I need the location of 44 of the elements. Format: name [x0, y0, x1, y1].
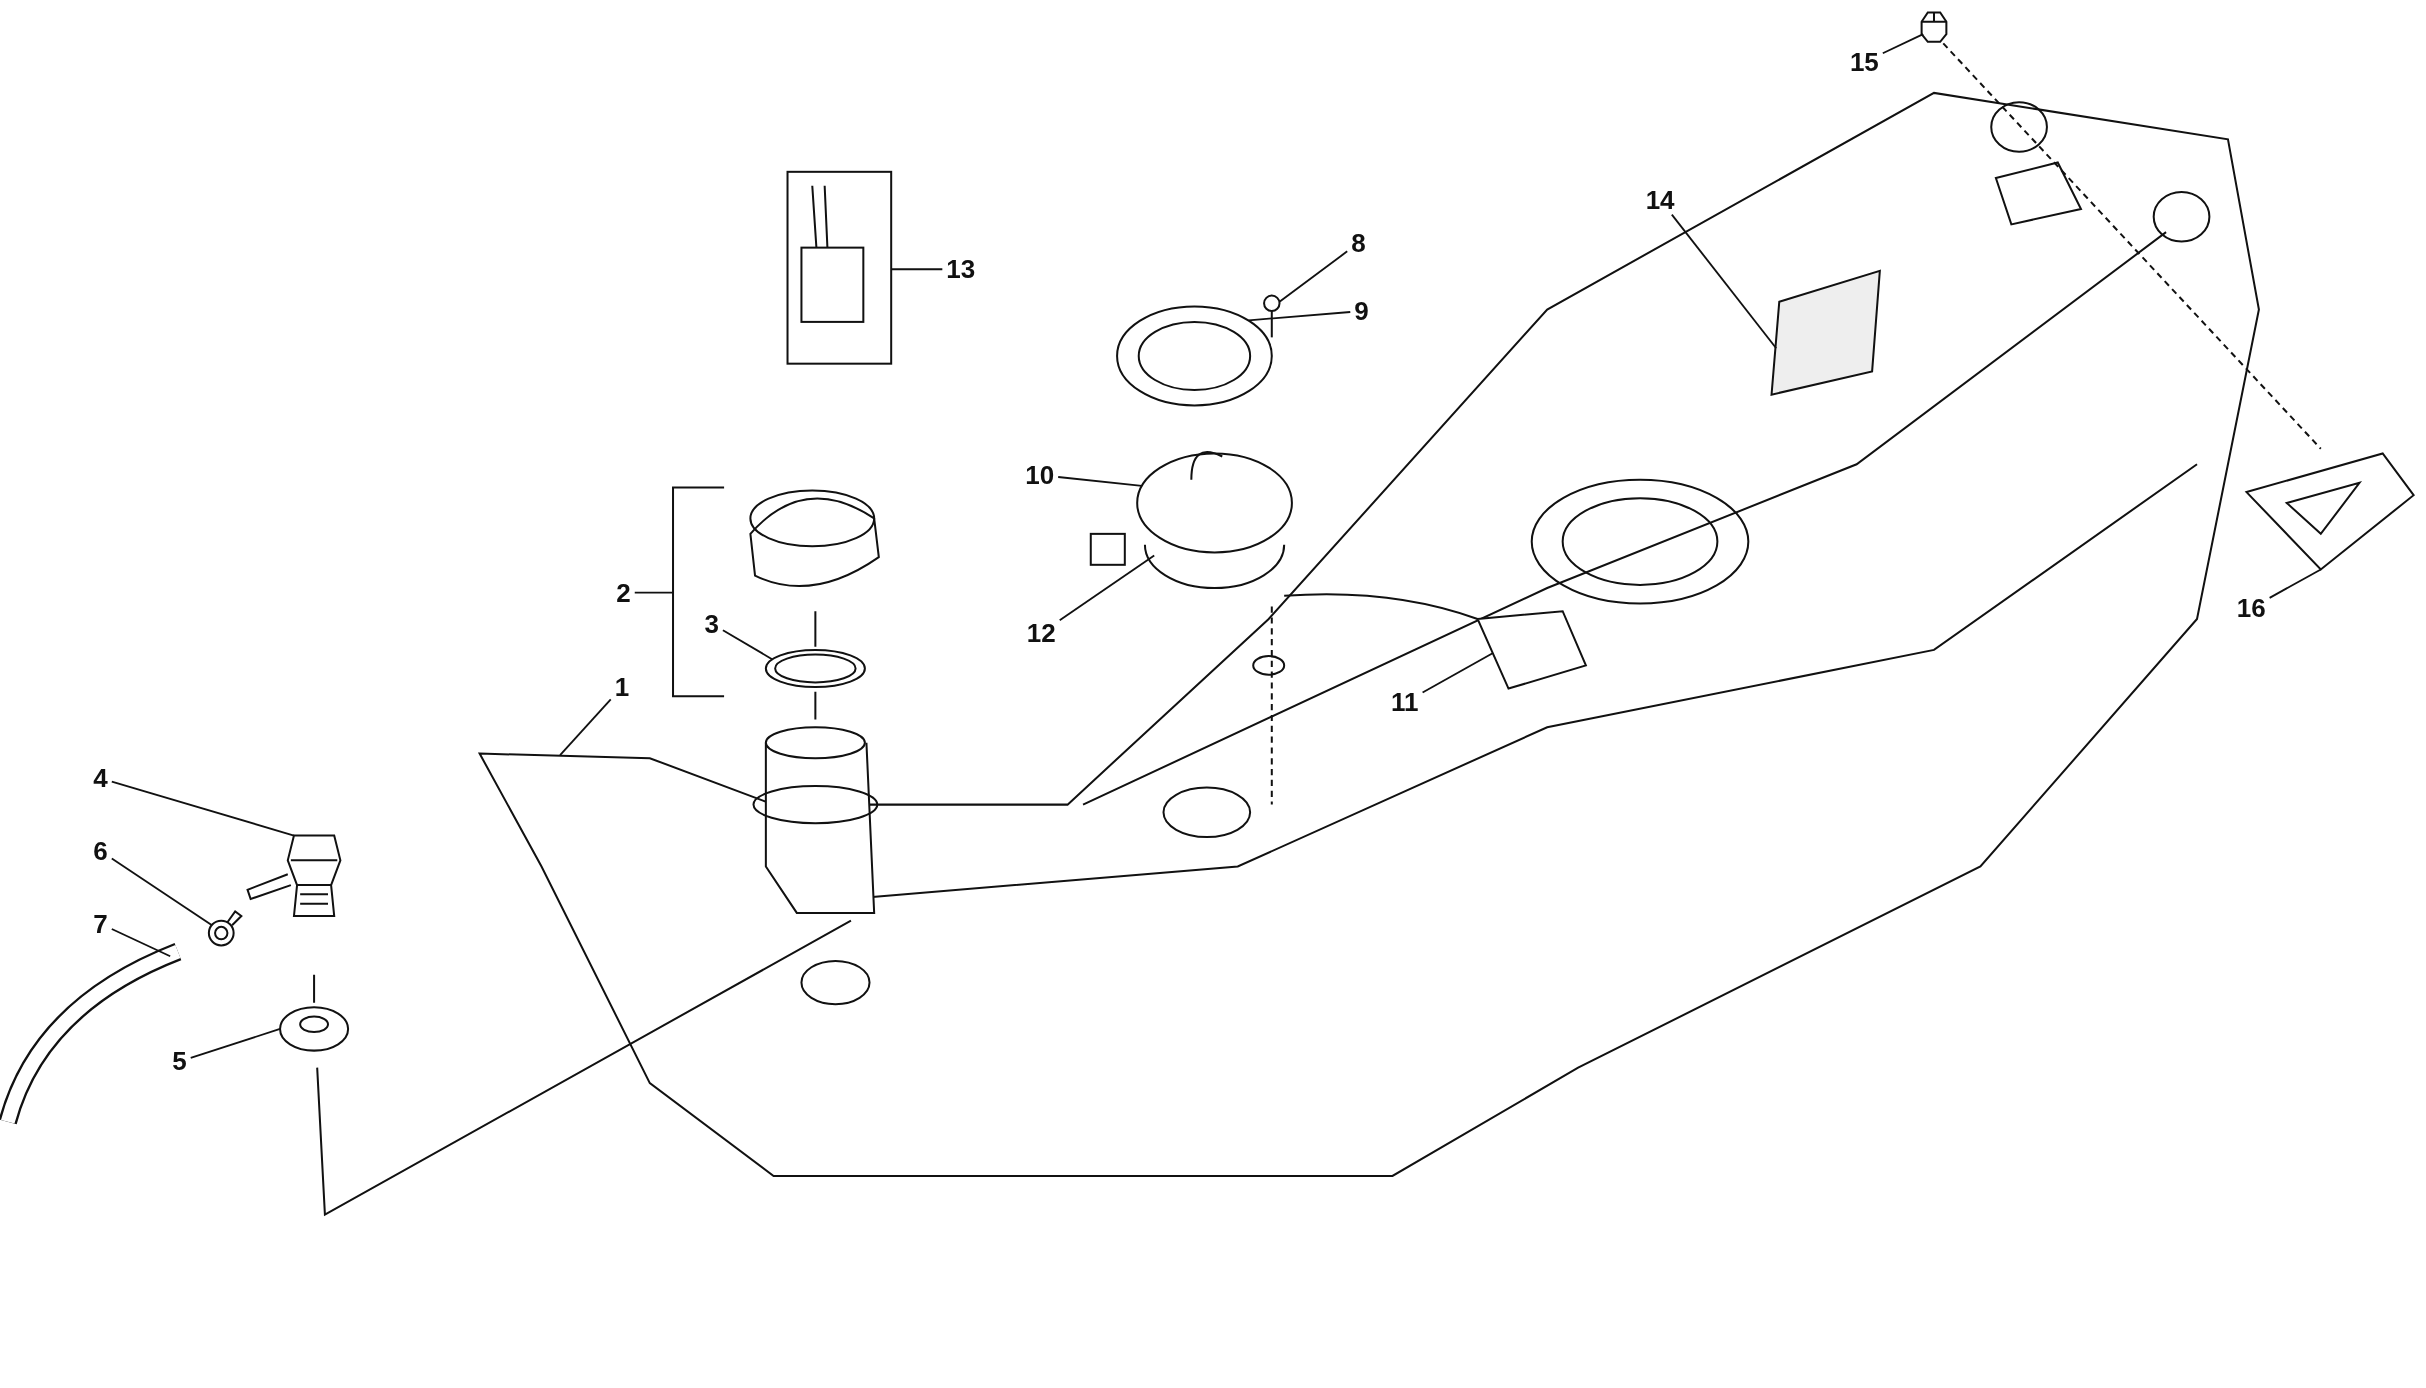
leader-line	[890, 268, 944, 271]
callout-number: 13	[944, 254, 978, 285]
leader-line	[1057, 476, 1143, 487]
leader-line	[1247, 311, 1352, 322]
callout-number: 9	[1352, 296, 1371, 326]
callout-number: 5	[170, 1046, 189, 1077]
grommet-drawing	[279, 1006, 350, 1052]
pump-base-drawing	[1143, 544, 1286, 589]
relay-inset-drawing	[786, 170, 893, 365]
leader-line	[2268, 568, 2322, 599]
callout-number: 12	[1024, 617, 1058, 648]
callout-number: 10	[1023, 460, 1057, 490]
bracket	[672, 486, 725, 698]
gasket-drawing	[1116, 305, 1273, 407]
leader-line	[559, 698, 612, 757]
callout-number: 15	[1847, 46, 1881, 77]
o-ring-drawing	[764, 648, 866, 689]
callout-number: 4	[91, 763, 110, 794]
mounting-bracket-drawing	[2244, 452, 2415, 571]
leader-line	[1421, 652, 1494, 694]
callout-number: 7	[91, 908, 110, 939]
fuel-pump-drawing	[1089, 451, 1293, 566]
nut-drawing	[1920, 11, 1948, 43]
leader-line	[189, 1028, 281, 1059]
callout-number: 14	[1643, 184, 1677, 215]
hose-clamp-drawing	[207, 909, 243, 947]
vent-valve-drawing	[246, 834, 342, 918]
leader-line	[1881, 33, 1925, 55]
leader-line	[1670, 213, 1778, 350]
callout-number: 6	[91, 835, 110, 866]
callout-number: 11	[1389, 687, 1421, 718]
callout-number: 8	[1349, 227, 1368, 258]
bolt-drawing	[1263, 294, 1281, 338]
callout-number: 2	[614, 577, 633, 608]
callout-number: 1	[612, 671, 632, 702]
leader-line	[110, 928, 172, 958]
leader-line	[722, 629, 773, 661]
callout-number: 3	[702, 608, 721, 639]
leader-line	[1278, 250, 1349, 303]
leader-line	[110, 780, 295, 837]
callout-number: 16	[2234, 593, 2268, 624]
leader-line	[1058, 554, 1156, 622]
leader-line	[633, 591, 674, 594]
leader-line	[110, 857, 213, 927]
